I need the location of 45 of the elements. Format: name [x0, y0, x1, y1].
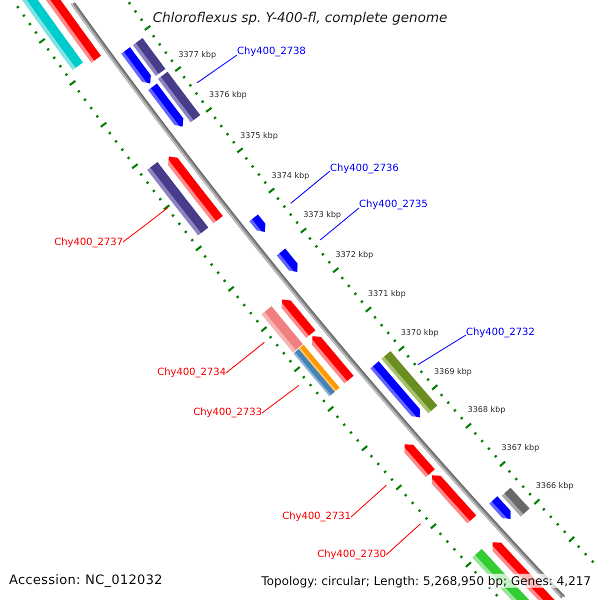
leader-line	[262, 384, 300, 414]
tick-label: 3369 kbp	[434, 366, 472, 376]
gene-label: Chy400_2738	[237, 46, 306, 58]
tick-label: 3370 kbp	[400, 328, 439, 338]
leader-line	[290, 170, 330, 204]
gene-block	[121, 47, 151, 84]
gene-label: Chy400_2734	[157, 367, 226, 379]
leader-line	[417, 334, 466, 366]
gene-block	[404, 444, 435, 478]
gene-bar	[293, 348, 335, 396]
gene-block	[148, 83, 184, 127]
tick-label: 3375 kbp	[240, 130, 278, 140]
gene-bar	[147, 162, 208, 236]
tick-label: 3366 kbp	[536, 480, 574, 490]
leader-line	[196, 54, 238, 84]
gene-label: Chy400_2733	[193, 407, 262, 419]
tick-label: 3367 kbp	[502, 443, 540, 453]
title: Chloroflexus sp. Y-400-fl, complete genome	[150, 10, 450, 26]
leader-line	[122, 207, 169, 242]
gene-label: Chy400_2730	[317, 549, 386, 561]
gene-block	[249, 214, 266, 232]
tick-label: 3376 kbp	[209, 90, 247, 100]
gene-block	[432, 475, 476, 524]
tick-label: 3368 kbp	[468, 405, 506, 415]
genome-summary-text: Topology: circular; Length: 5,268,950 bp; Genes: 4,217	[261, 574, 591, 588]
leader-line	[350, 484, 387, 518]
tick-label: 3373 kbp	[303, 210, 342, 220]
gene-label: Chy400_2736	[330, 163, 399, 175]
gene-label: Chy400_2735	[359, 199, 428, 211]
tick-label: 3377 kbp	[178, 50, 216, 60]
tick-label: 3372 kbp	[335, 250, 374, 260]
gene-block	[370, 361, 420, 418]
gene-block	[489, 496, 511, 519]
gene-bar	[262, 306, 303, 352]
gene-label: Chy400_2731	[282, 511, 351, 523]
leader-line	[226, 342, 265, 374]
tick-label: 3374 kbp	[272, 170, 310, 180]
tick-label: 3371 kbp	[368, 289, 406, 299]
leader-line	[386, 523, 422, 556]
gene-label: Chy400_2732	[466, 327, 535, 339]
gene-block	[46, 0, 101, 63]
leader-line	[320, 208, 360, 240]
gene-block	[276, 248, 298, 272]
gene-label: Chy400_2737	[54, 237, 123, 249]
accession-text: Accession: NC_012032	[9, 573, 163, 589]
